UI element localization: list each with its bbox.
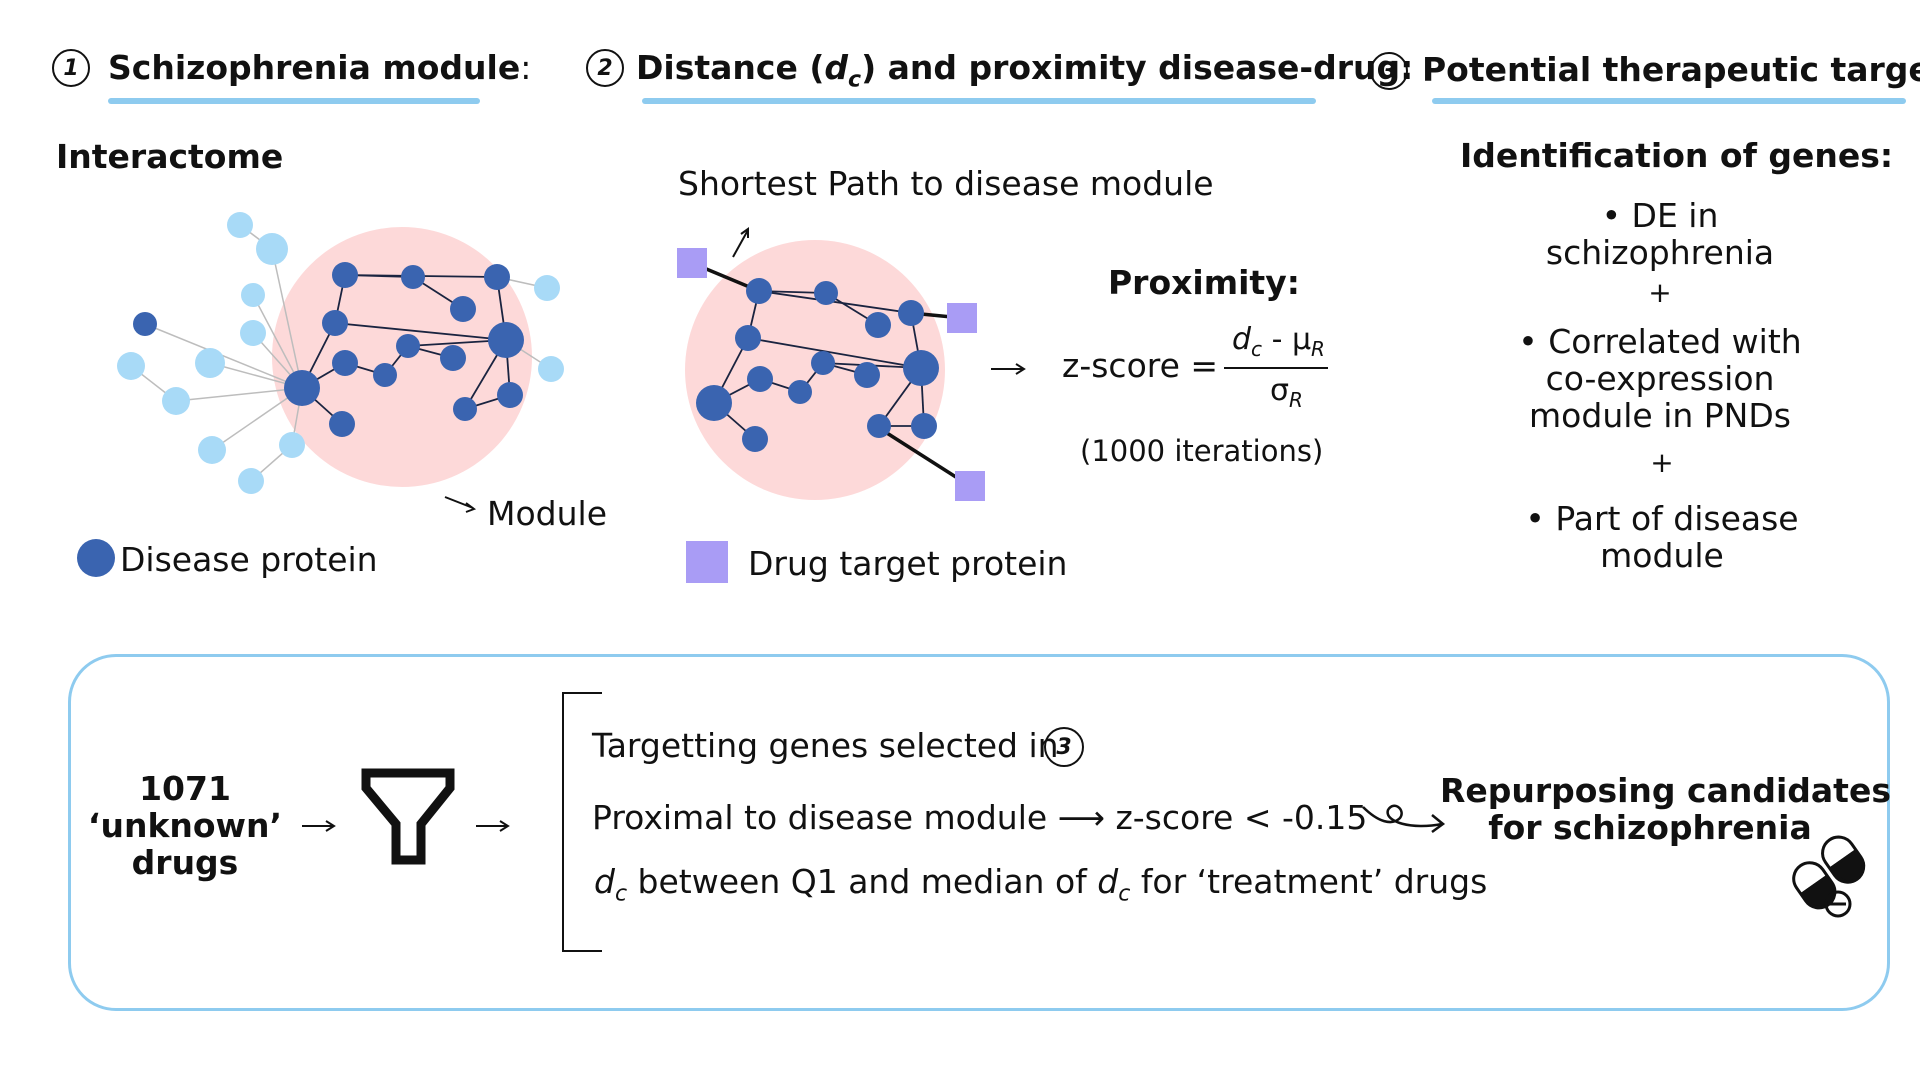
criterion-coexp-line3: module in PNDs bbox=[1529, 396, 1791, 435]
step-2-badge: 2 bbox=[586, 49, 624, 87]
section-3-underline bbox=[1432, 98, 1906, 104]
section-3-title: Potential therapeutic targets: bbox=[1422, 50, 1920, 89]
interactome-heading: Interactome bbox=[56, 137, 284, 176]
criterion-coexp-line2: co-expression bbox=[1545, 359, 1775, 398]
drugs-count-line1: 1071 bbox=[139, 769, 231, 808]
disease-proteins-2 bbox=[696, 278, 939, 452]
plus-sign-1: + bbox=[1648, 276, 1672, 309]
drug-target-proteins bbox=[677, 248, 985, 501]
section-1-underline bbox=[108, 98, 480, 104]
section-1-title: Schizophrenia module: bbox=[108, 48, 532, 87]
criterion-targetting-genes: Targetting genes selected in bbox=[592, 726, 1059, 765]
legend-disease-protein-dot bbox=[77, 539, 115, 577]
zscore-label: z-score = bbox=[1062, 346, 1219, 385]
interactome-proteins bbox=[117, 212, 564, 494]
criterion-module-line1: • Part of disease bbox=[1525, 499, 1799, 538]
filter-pipeline-box bbox=[68, 654, 1890, 1011]
shortest-path-label: Shortest Path to disease module bbox=[678, 164, 1214, 203]
legend-disease-protein-label: Disease protein bbox=[120, 540, 378, 579]
step-1-badge: 1 bbox=[52, 49, 90, 87]
legend-drug-target-square bbox=[686, 541, 728, 583]
module-label: Module bbox=[487, 494, 607, 533]
zscore-numerator: dc - μR bbox=[1232, 322, 1325, 361]
plus-sign-2: + bbox=[1650, 446, 1674, 479]
shortest-path-arrow bbox=[732, 227, 749, 258]
identification-heading: Identification of genes: bbox=[1460, 136, 1894, 175]
criterion-dc-range: dc between Q1 and median of dc for ‘trea… bbox=[594, 862, 1488, 907]
zscore-denominator: σR bbox=[1270, 373, 1303, 412]
pills-icon bbox=[1792, 835, 1866, 918]
proximity-heading: Proximity: bbox=[1108, 263, 1300, 302]
drugs-count-line2: ‘unknown’ bbox=[87, 806, 283, 845]
criterion-coexp-line1: • Correlated with bbox=[1518, 322, 1802, 361]
funnel-icon bbox=[361, 768, 455, 865]
criterion-module-line2: module bbox=[1600, 536, 1724, 575]
criteria-bracket bbox=[562, 692, 602, 952]
iterations-label: (1000 iterations) bbox=[1080, 434, 1324, 468]
arrow-to-filter bbox=[302, 820, 336, 832]
arrow-to-criteria bbox=[476, 820, 510, 832]
criterion-de-line2: schizophrenia bbox=[1545, 233, 1775, 272]
step-3-badge: 3 bbox=[1370, 52, 1408, 90]
result-line2: for schizophrenia bbox=[1488, 808, 1812, 847]
drugs-count-line3: drugs bbox=[131, 843, 239, 882]
section-2-underline bbox=[642, 98, 1316, 104]
result-line1: Repurposing candidates bbox=[1440, 771, 1891, 810]
curly-arrow bbox=[1362, 804, 1446, 834]
disease-proteins bbox=[133, 262, 524, 437]
module-pointer-arrow bbox=[444, 496, 477, 513]
step-3-reference-badge: 3 bbox=[1044, 727, 1084, 767]
section-2-title: Distance (dc) and proximity disease-drug… bbox=[636, 48, 1414, 93]
criterion-proximal: Proximal to disease module ⟶ z-score < -… bbox=[592, 798, 1368, 837]
criterion-de-line1: • DE in bbox=[1601, 196, 1719, 235]
formula-arrow bbox=[991, 363, 1026, 375]
legend-drug-target-label: Drug target protein bbox=[748, 544, 1068, 583]
